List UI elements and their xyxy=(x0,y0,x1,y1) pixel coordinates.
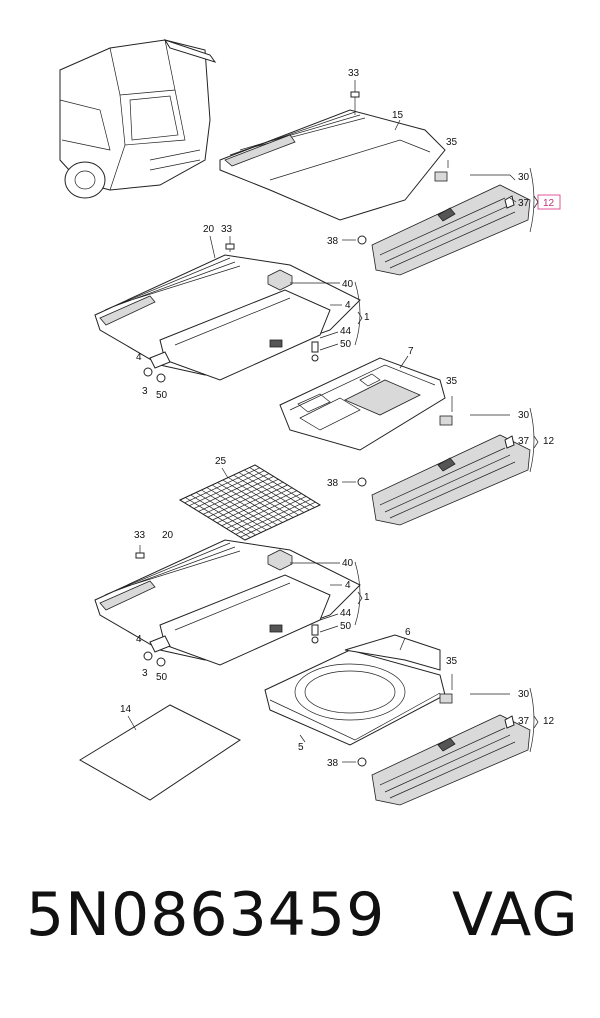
cover-panel-15 xyxy=(219,109,446,221)
storage-tray-7 xyxy=(279,357,446,451)
load-floor-20-a xyxy=(94,236,361,383)
callout-50: 50 xyxy=(156,390,168,401)
callout-50: 50 xyxy=(156,672,168,683)
callout-12: 12 xyxy=(543,436,555,447)
callout-20: 20 xyxy=(203,224,215,235)
vehicle-illustration xyxy=(59,39,217,199)
callout-4: 4 xyxy=(345,580,351,591)
callout-44: 44 xyxy=(340,326,352,337)
callout-40: 40 xyxy=(342,279,354,290)
callout-38: 38 xyxy=(327,236,339,247)
bolt-33-top xyxy=(350,80,360,115)
trim-panel-12-c xyxy=(357,674,531,806)
load-floor-20-b xyxy=(94,539,361,667)
spare-wheel-tray-5-6 xyxy=(264,634,446,746)
callout-37: 37 xyxy=(518,436,530,447)
footer: 5N0863459 VAG xyxy=(12,880,592,990)
callout-labels: 33 15 35 30 37 12 38 20 33 40 4 1 44 50 … xyxy=(120,68,555,769)
callout-40: 40 xyxy=(342,558,354,569)
callout-38: 38 xyxy=(327,758,339,769)
callout-38: 38 xyxy=(327,478,339,489)
brand-label: VAG xyxy=(452,880,579,950)
callout-30: 30 xyxy=(518,410,530,421)
callout-12: 12 xyxy=(543,198,555,209)
callout-12: 12 xyxy=(543,716,555,727)
callout-35: 35 xyxy=(446,656,458,667)
bracket-chevrons xyxy=(357,195,539,729)
callout-6: 6 xyxy=(405,627,411,638)
callout-30: 30 xyxy=(518,172,530,183)
callout-35: 35 xyxy=(446,137,458,148)
callout-33: 33 xyxy=(348,68,360,79)
callout-50: 50 xyxy=(340,621,352,632)
callout-25: 25 xyxy=(215,456,227,467)
callout-3: 3 xyxy=(142,668,148,679)
callout-50: 50 xyxy=(340,339,352,350)
part-number: 5N0863459 xyxy=(26,880,386,950)
callout-15: 15 xyxy=(392,110,404,121)
callout-4: 4 xyxy=(136,634,142,645)
callout-4: 4 xyxy=(345,300,351,311)
callout-37: 37 xyxy=(518,716,530,727)
callout-5: 5 xyxy=(298,742,304,753)
callout-3: 3 xyxy=(142,386,148,397)
callout-4: 4 xyxy=(136,352,142,363)
callout-1: 1 xyxy=(364,592,370,603)
callout-7: 7 xyxy=(408,346,414,357)
callout-33: 33 xyxy=(221,224,233,235)
callout-44: 44 xyxy=(340,608,352,619)
callout-1: 1 xyxy=(364,312,370,323)
cargo-net-25 xyxy=(178,464,322,541)
callout-37: 37 xyxy=(518,198,530,209)
trim-panel-12-b xyxy=(357,396,531,526)
floor-mat-14 xyxy=(79,704,241,801)
callout-35: 35 xyxy=(446,376,458,387)
leader-lines xyxy=(209,119,535,763)
callout-14: 14 xyxy=(120,704,132,715)
callout-33: 33 xyxy=(134,530,146,541)
callout-20: 20 xyxy=(162,530,174,541)
callout-30: 30 xyxy=(518,689,530,700)
